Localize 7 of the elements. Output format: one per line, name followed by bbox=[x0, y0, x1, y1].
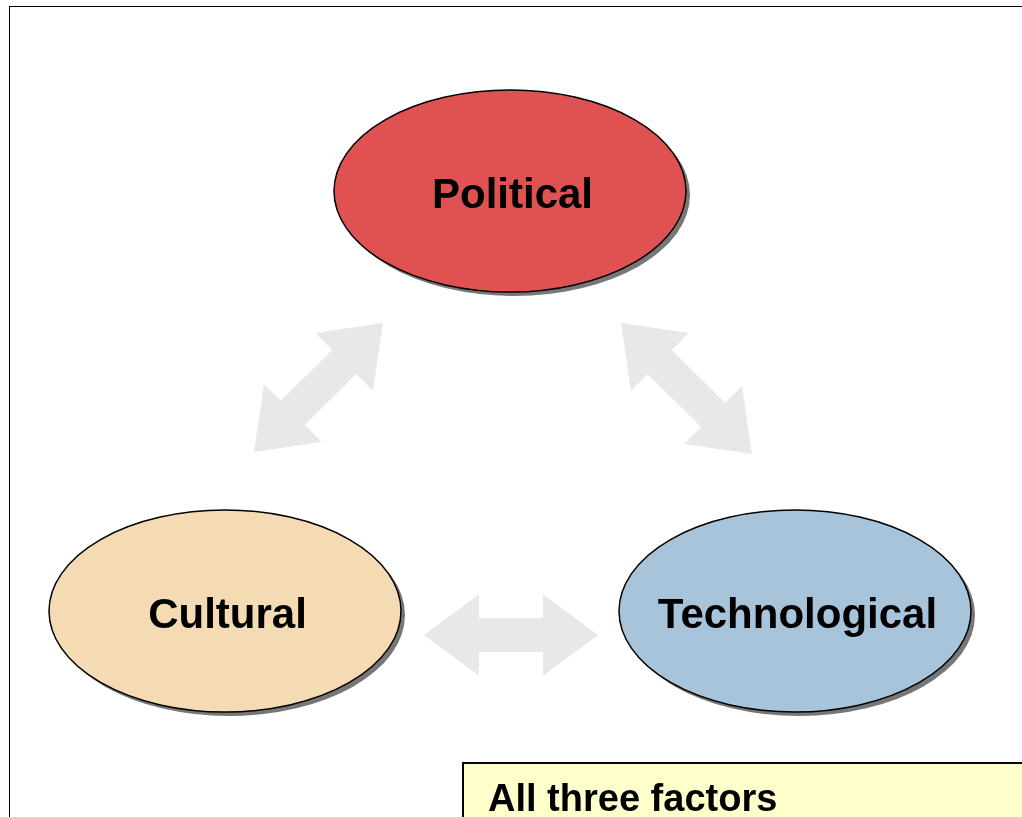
note-text: All three factors bbox=[488, 777, 778, 817]
ellipse-node bbox=[48, 509, 407, 718]
node-label: Technological bbox=[657, 589, 938, 638]
ellipse-node bbox=[333, 89, 692, 298]
node-label: Political bbox=[431, 169, 594, 218]
ellipse-node bbox=[618, 509, 977, 718]
node-label: Cultural bbox=[148, 589, 307, 638]
